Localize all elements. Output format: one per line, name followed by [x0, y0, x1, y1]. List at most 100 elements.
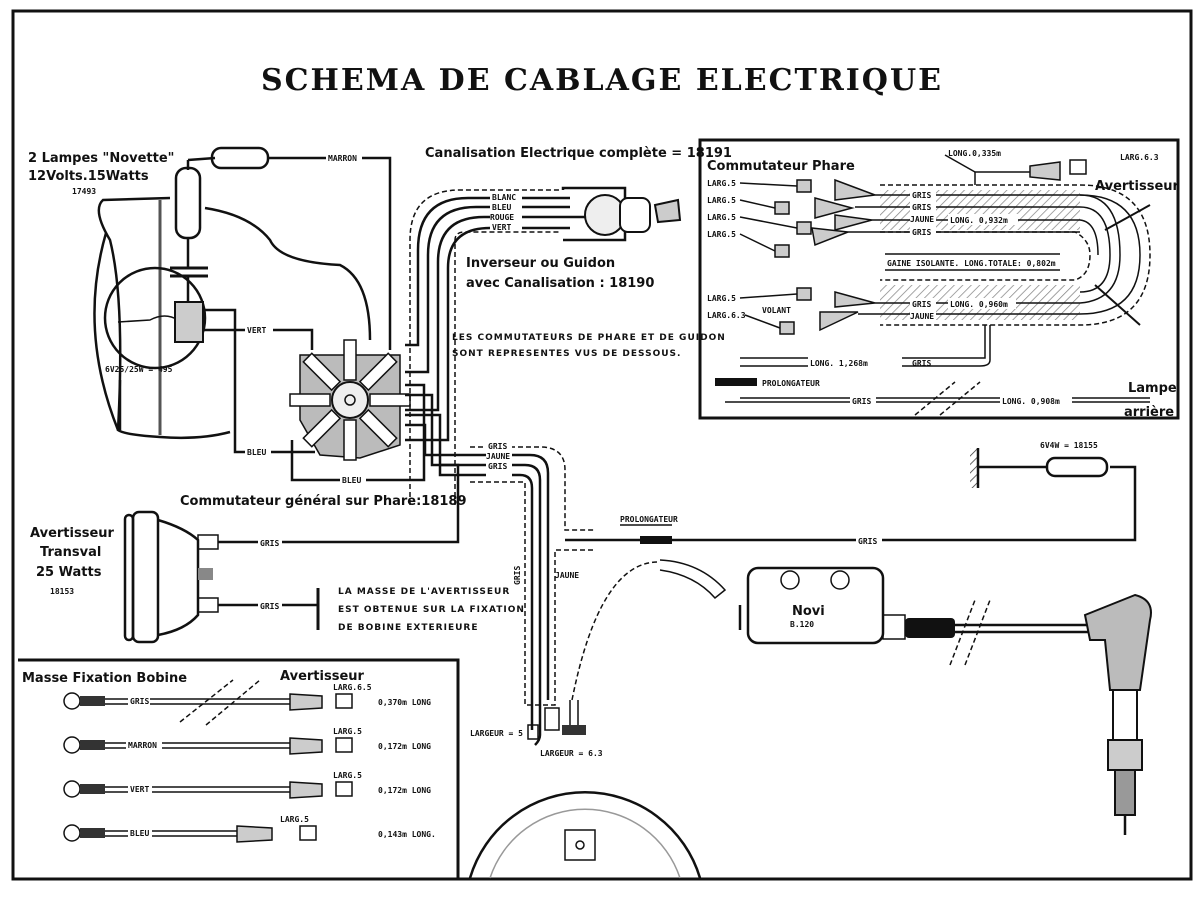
larg-label: LARG.5 — [707, 294, 736, 303]
lead-larg: LARG.6.5 — [333, 683, 372, 692]
canalisation-wire-rouge — [405, 215, 600, 412]
lamp-bulb-vertical — [174, 166, 202, 240]
larg-label: LARG.5 — [707, 213, 736, 222]
arriere-label: arrière — [1124, 405, 1174, 420]
long-horn-label: LONG.0,335m — [948, 149, 1001, 158]
inset-masse-title: Masse Fixation Bobine — [22, 671, 187, 686]
gris-label: GRIS — [858, 537, 877, 546]
volant-label: VOLANT — [762, 306, 791, 315]
horn-label-3: 25 Watts — [36, 565, 102, 580]
prolongateur-sleeve — [640, 536, 672, 544]
headlamp-bulb-circle — [103, 266, 207, 370]
larg-label: LARG.5 — [707, 196, 736, 205]
canalisation-wire-vert — [405, 226, 570, 442]
lead-row: MARRON LARG.5 0,172m LONG — [63, 727, 431, 755]
rear-lamp — [970, 448, 1109, 488]
lamp-socket — [174, 301, 204, 343]
canalisation-wire-blanc — [405, 196, 570, 347]
wire-label: GRIS — [488, 462, 507, 471]
largeur-5-label: LARGEUR = 5 — [470, 729, 523, 738]
prolongateur-label: PROLONGATEUR — [620, 515, 678, 524]
horn-label-1: Avertisseur — [30, 526, 115, 541]
larg-horn-label: LARG.6.3 — [1120, 153, 1159, 162]
lamp-bulb-horizontal — [210, 146, 270, 170]
wire-label-bleu-2: BLEU — [342, 476, 361, 485]
wire-label: GRIS — [488, 442, 507, 451]
canalisation-wire-labels: BLANC BLEU ROUGE VERT — [490, 193, 522, 232]
lead-long: 0,172m LONG — [378, 742, 431, 751]
wire-label: JAUNE — [910, 215, 934, 224]
lamps-label-1: 2 Lampes "Novette" — [28, 151, 174, 166]
commutateur-general-label: Commutateur général sur Phare:18189 — [180, 494, 467, 509]
inset-commutateur-phare: Commutateur Phare LARG.5 LARG.5 LARG.5 L… — [698, 138, 1180, 420]
headlamp: 2 Lampes "Novette" 12Volts.15Watts 17493… — [28, 146, 372, 440]
gris-908-label: GRIS — [852, 397, 871, 406]
larg-label: LARG.5 — [707, 179, 736, 188]
wire-label-vertical: JAUNE — [555, 571, 579, 580]
rear-lamp-label: 6V4W = 18155 — [1040, 441, 1098, 450]
wire-label: ROUGE — [490, 213, 514, 222]
wire-label: JAUNE — [486, 452, 510, 461]
wire-label: GRIS — [912, 228, 931, 237]
horn-ref: 18153 — [50, 587, 74, 596]
lamps-label-2: 12Volts.15Watts — [28, 169, 149, 184]
inset-phare-title: Commutateur Phare — [707, 159, 855, 174]
wire-label: GRIS — [912, 191, 931, 200]
wire-label: BLEU — [492, 203, 511, 212]
lead-color: VERT — [130, 785, 149, 794]
wire-label-vertical: GRIS — [513, 566, 522, 585]
rear-lamp-wire — [565, 465, 1137, 542]
larg-label: LARG.5 — [707, 230, 736, 239]
harness-wire-gris-2 — [405, 413, 534, 730]
wire-label: GRIS — [912, 203, 931, 212]
lead-row: GRIS LARG.6.5 0,370m LONG — [63, 683, 431, 711]
horn — [123, 510, 219, 644]
outer-frame — [11, 9, 1193, 881]
lead-row: VERT LARG.5 0,172m LONG — [63, 771, 431, 799]
wire-label: VERT — [492, 223, 511, 232]
wire-label-vert: VERT — [247, 326, 266, 335]
headlamp-body-outline — [97, 196, 231, 440]
lead-larg: LARG.5 — [280, 815, 309, 824]
flywheel-magneto — [468, 559, 727, 879]
inset-avertisseur-label: Avertisseur — [1095, 179, 1180, 194]
long-1268-label: LONG. 1,268m — [810, 359, 868, 368]
lead-row: BLEU LARG.5 0,143m LONG. — [63, 815, 436, 843]
harness-wire-gris-1 — [405, 423, 550, 700]
gris-1268-label: GRIS — [912, 359, 931, 368]
wire-vert — [203, 328, 314, 350]
inverseur-label-2: avec Canalisation : 18190 — [466, 276, 654, 291]
headlamp-bulb-label: 6V25/25W = 495 — [105, 365, 173, 374]
largeur-63-label: LARGEUR = 6.3 — [540, 749, 603, 758]
lampe-label: Lampe — [1128, 381, 1177, 396]
note-commutateurs-2: SONT REPRESENTES VUS DE DESSOUS. — [452, 349, 681, 359]
lamps-ref: 17493 — [72, 187, 96, 196]
commutateur-general — [289, 339, 411, 461]
inset-masse-avertisseur: Avertisseur — [280, 669, 365, 684]
lead-larg: LARG.5 — [333, 727, 362, 736]
gaine-label: GAINE ISOLANTE. LONG.TOTALE: 0,802m — [887, 259, 1056, 268]
ignition-coil — [738, 566, 1090, 666]
wire-label: JAUNE — [910, 312, 934, 321]
lead-color: BLEU — [130, 829, 149, 838]
inverseur-switch — [561, 186, 682, 242]
prolongateur-legend-swatch — [715, 378, 757, 386]
horn-wire-label-2: GRIS — [260, 602, 279, 611]
note-commutateurs-1: LES COMMUTATEURS DE PHARE ET DE GUIDON — [452, 333, 726, 343]
long-upper-label: LONG. 0,932m — [950, 216, 1008, 225]
horn-wire-1 — [218, 463, 460, 544]
lead-long: 0,370m LONG — [378, 698, 431, 707]
wire-label: BLANC — [492, 193, 516, 202]
masse-note-3: DE BOBINE EXTERIEURE — [338, 623, 478, 633]
canalisation-wire-bleu — [405, 205, 570, 374]
masse-note-1: LA MASSE DE L'AVERTISSEUR — [338, 587, 510, 597]
horn-label-2: Transval — [40, 545, 101, 560]
wire-label-marron: MARRON — [328, 154, 357, 163]
long-908-label: LONG. 0,908m — [1002, 397, 1060, 406]
larg-label: LARG.6.3 — [707, 311, 746, 320]
wire-marron — [268, 156, 392, 350]
prolongateur-legend-label: PROLONGATEUR — [762, 379, 820, 388]
lead-long: 0,172m LONG — [378, 786, 431, 795]
coil-brand: Novi — [792, 604, 825, 619]
wire-label: GRIS — [912, 300, 931, 309]
